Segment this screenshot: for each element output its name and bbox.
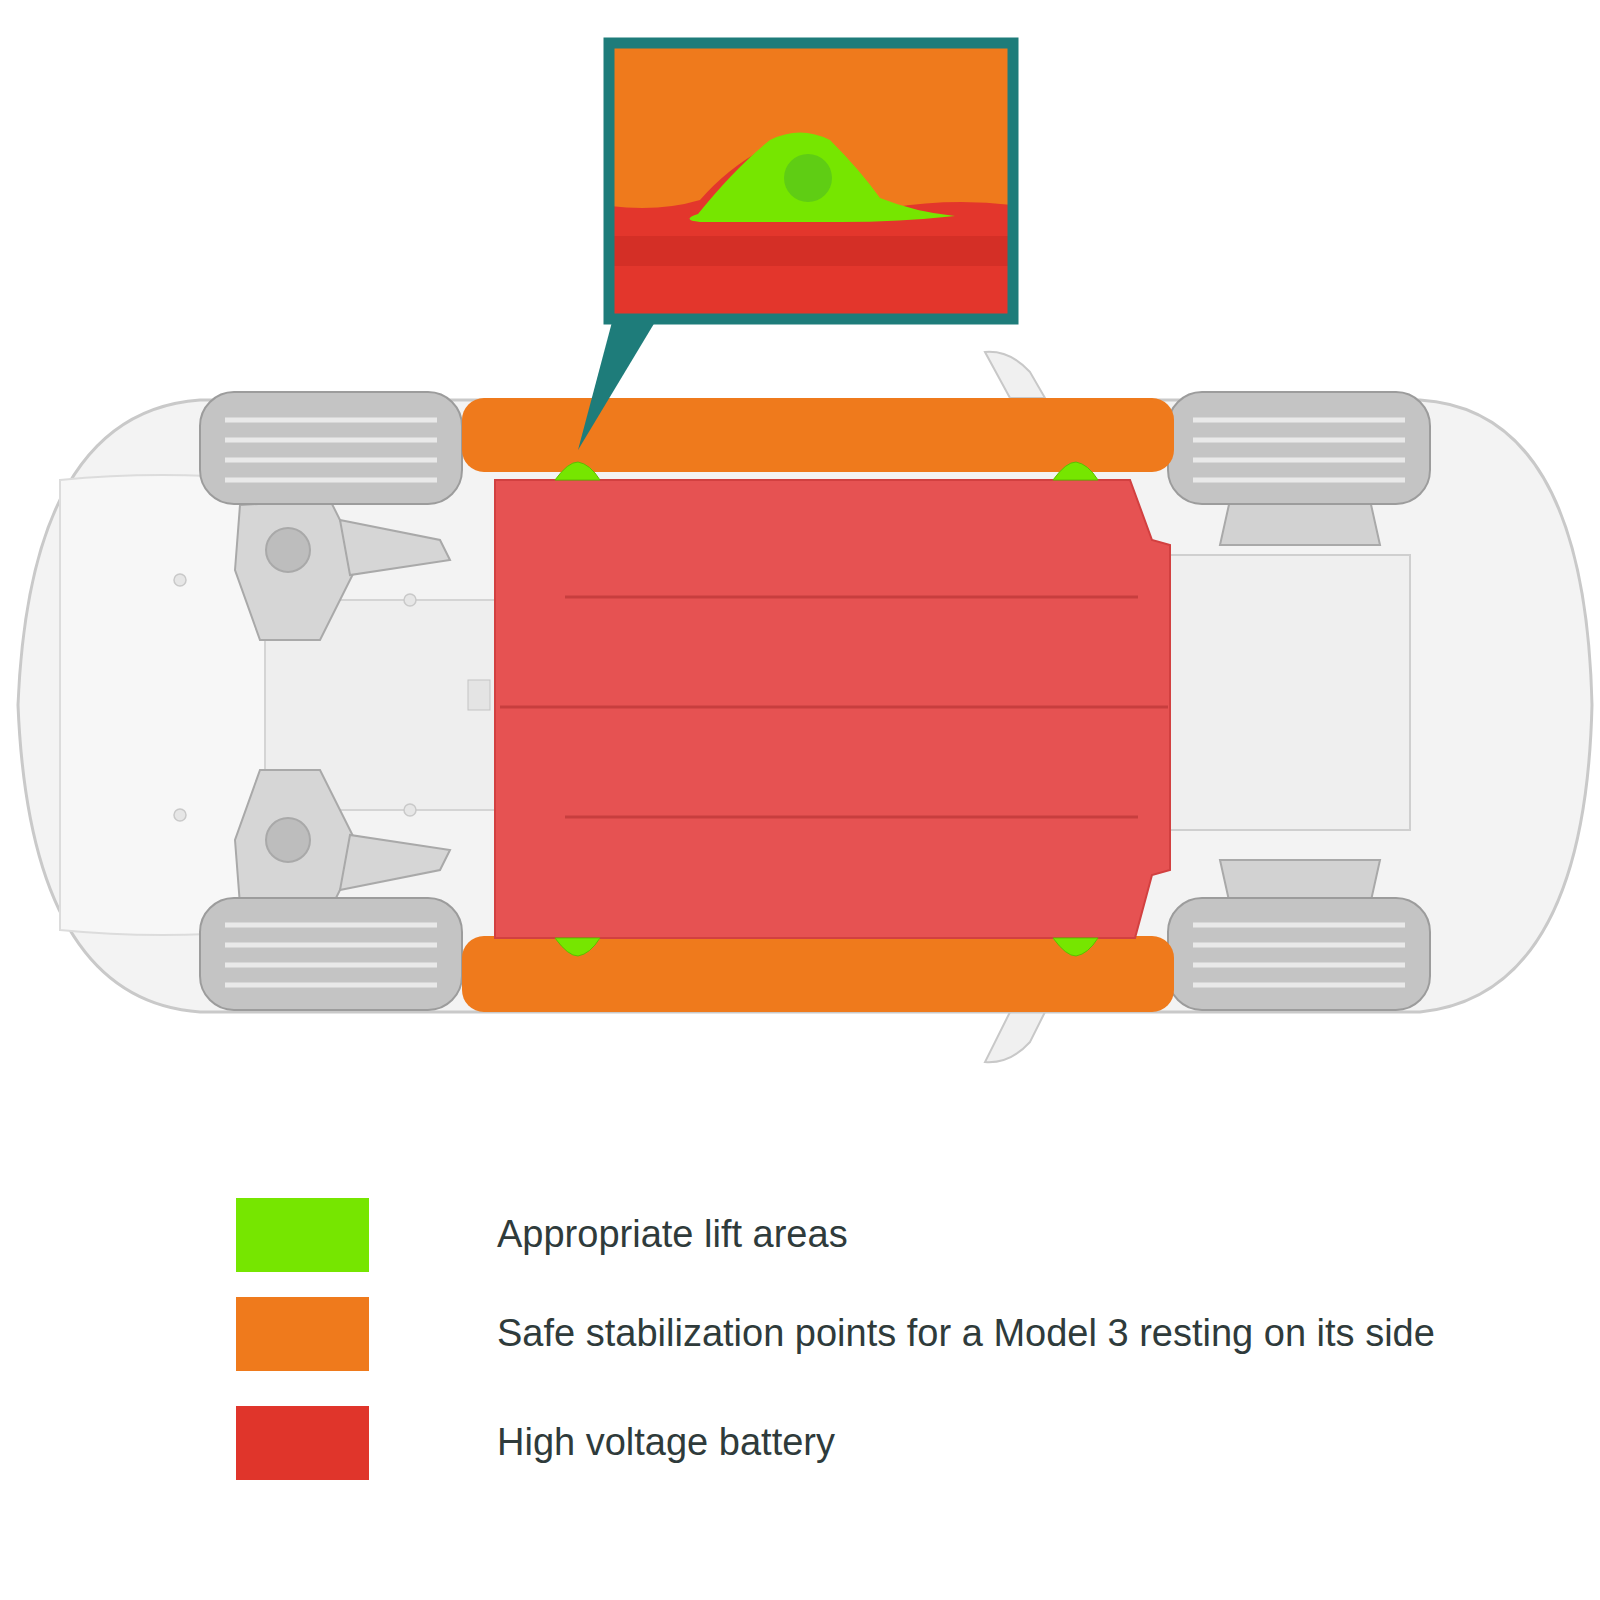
legend-swatch xyxy=(236,1297,369,1371)
front-suspension xyxy=(235,500,450,910)
legend-swatch xyxy=(236,1406,369,1480)
rear-undertray xyxy=(1160,555,1410,830)
front-bracket xyxy=(468,680,490,710)
stabilization-sill xyxy=(462,398,1174,472)
side-mirror xyxy=(985,1012,1045,1062)
legend-text: High voltage battery xyxy=(497,1420,835,1466)
legend-swatch xyxy=(236,1198,369,1272)
wheel xyxy=(200,392,1430,1010)
legend-text: Safe stabilization points for a Model 3 … xyxy=(497,1311,1435,1357)
battery-ribs xyxy=(500,597,1168,817)
high-voltage-battery xyxy=(495,480,1170,938)
stabilization-sill xyxy=(462,936,1174,1012)
rear-suspension xyxy=(1220,500,1380,905)
lift-point xyxy=(555,462,1098,956)
legend-text: Appropriate lift areas xyxy=(497,1212,848,1258)
side-mirror xyxy=(985,352,1045,398)
zoom-callout xyxy=(578,43,1013,450)
tyre-tread xyxy=(225,420,1405,985)
